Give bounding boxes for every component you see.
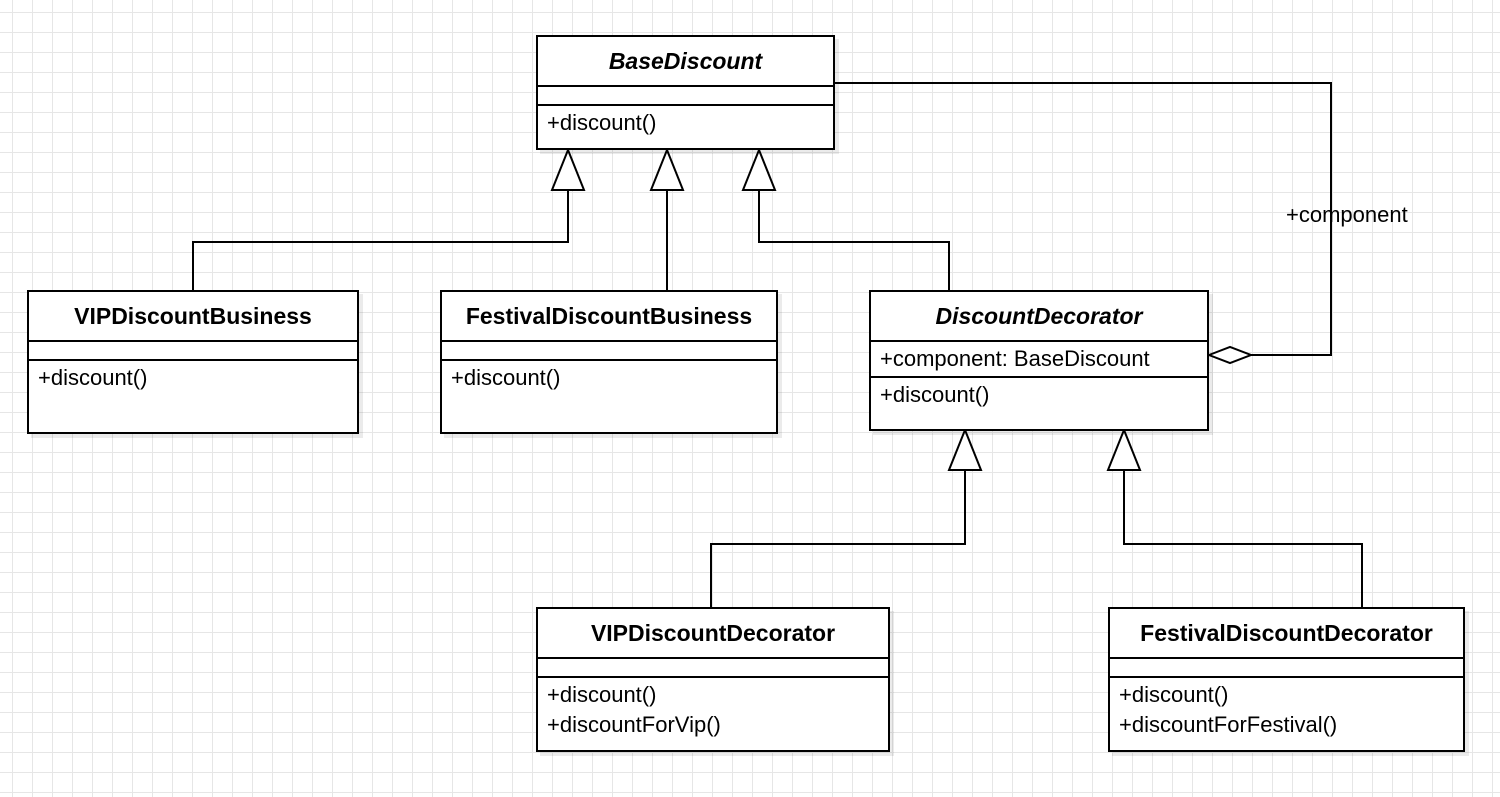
generalization-arrowhead [741,147,777,191]
class-base-discount[interactable]: BaseDiscount +discount() [536,35,835,150]
class-festival-discount-decorator[interactable]: FestivalDiscountDecorator +discount() +d… [1108,607,1465,752]
operation-discount: +discount() [547,682,657,707]
attributes-compartment [538,87,833,106]
operation-discount: +discount() [38,365,148,390]
operation-discount: +discount() [547,110,657,135]
generalization-arrowhead [550,147,586,191]
operations-compartment: +discount() +discountForFestival() [1110,678,1463,742]
class-name: BaseDiscount [538,37,833,87]
operations-compartment: +discount() [29,361,357,395]
attributes-compartment: +component: BaseDiscount [871,342,1207,378]
generalization-line-festival-decorator [1123,470,1363,607]
generalization-line-vip-business [192,190,569,290]
generalization-line-vip-decorator [710,470,966,607]
attributes-compartment [1110,659,1463,678]
operation-discount: +discount() [1119,682,1229,707]
generalization-line-discount-decorator [758,190,950,290]
generalization-arrowhead [649,147,685,191]
operation-discount-for-vip: +discountForVip() [547,712,721,737]
operation-discount: +discount() [451,365,561,390]
operations-compartment: +discount() [442,361,776,395]
class-festival-discount-business[interactable]: FestivalDiscountBusiness +discount() [440,290,778,434]
attribute-component: +component: BaseDiscount [880,346,1150,371]
attributes-compartment [442,342,776,361]
operations-compartment: +discount() [538,106,833,140]
attributes-compartment [29,342,357,361]
class-vip-discount-decorator[interactable]: VIPDiscountDecorator +discount() +discou… [536,607,890,752]
class-name: VIPDiscountDecorator [538,609,888,659]
aggregation-diamond [1206,345,1254,365]
class-vip-discount-business[interactable]: VIPDiscountBusiness +discount() [27,290,359,434]
operation-discount: +discount() [880,382,990,407]
class-discount-decorator[interactable]: DiscountDecorator +component: BaseDiscou… [869,290,1209,431]
class-name: VIPDiscountBusiness [29,292,357,342]
class-name: FestivalDiscountBusiness [442,292,776,342]
generalization-arrowhead [947,427,983,471]
generalization-arrowhead [1106,427,1142,471]
aggregation-role-label: +component [1286,202,1408,227]
operations-compartment: +discount() +discountForVip() [538,678,888,742]
operation-discount-for-festival: +discountForFestival() [1119,712,1338,737]
class-name: FestivalDiscountDecorator [1110,609,1463,659]
class-name: DiscountDecorator [871,292,1207,342]
attributes-compartment [538,659,888,678]
operations-compartment: +discount() [871,378,1207,412]
